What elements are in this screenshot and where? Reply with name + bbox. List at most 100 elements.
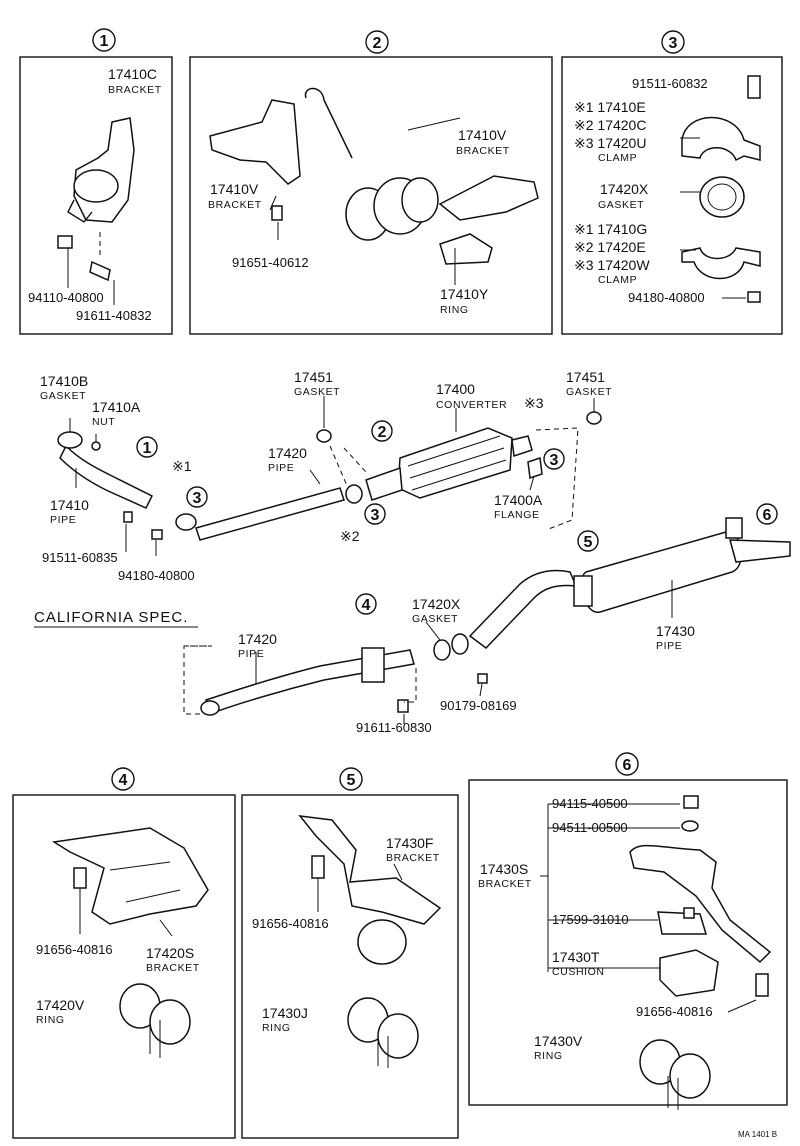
label-upper-3: ※3 17420U	[574, 135, 646, 151]
label-17420-desc: PIPE	[268, 462, 294, 474]
label-17410a-desc: NUT	[92, 416, 115, 428]
ring-17430v-rods	[667, 1076, 679, 1110]
mark-2-main: ※2	[340, 528, 360, 544]
california-spec-title: CALIFORNIA SPEC.	[34, 609, 188, 626]
label-17410c: 17410C	[108, 66, 157, 82]
panel-2: 2 17410V BRACKET 17410V BRACKET 91651-40…	[189, 30, 553, 335]
label-17410b: 17410B	[40, 373, 88, 389]
callout-4-bottom	[111, 767, 135, 791]
label-90179-08169: 90179-08169	[440, 698, 517, 713]
label-upper-desc: CLAMP	[598, 152, 637, 164]
nut-90179-shape	[477, 673, 488, 684]
nut-94115-shape	[683, 795, 699, 809]
label-94115-40500: 94115-40500	[552, 796, 628, 811]
label-17420: 17420	[268, 445, 307, 461]
clamp-lower-shape	[681, 247, 761, 280]
converter-17400-shape	[397, 427, 513, 499]
label-17400a: 17400A	[494, 492, 543, 508]
gasket-17420x-main-b	[451, 633, 469, 655]
callout-3-top-label: 3	[669, 35, 678, 52]
bolt-91656-panel6-shape	[755, 973, 769, 997]
clamp-upper-shape	[681, 116, 761, 162]
label-17420x-panel3-desc: GASKET	[598, 199, 644, 211]
label-91611-60830: 91611-60830	[356, 720, 432, 735]
label-17451-left-desc: GASKET	[294, 386, 340, 398]
gasket-17451-left-shape	[316, 429, 332, 443]
pipe-17410-shape	[59, 444, 154, 509]
label-91511-60835: 91511-60835	[42, 550, 118, 565]
ring-17430j-rods	[377, 1034, 389, 1068]
callout-6-main	[756, 503, 778, 525]
cushion-17430t-shape	[659, 949, 719, 997]
label-17430v: 17430V	[534, 1033, 583, 1049]
label-17400-desc: CONVERTER	[436, 399, 507, 411]
label-17410v-right: 17410V	[458, 127, 507, 143]
nut-17410a-shape	[91, 441, 101, 451]
panel-4: 4 91656-40816 17420S BRACKET 17420V RING	[12, 767, 236, 1139]
label-17430-desc: PIPE	[656, 640, 682, 652]
gasket-17420x-inner	[707, 183, 737, 211]
label-17430: 17430	[656, 623, 695, 639]
flange-17400a-shape	[527, 456, 543, 480]
gasket-17410b-shape	[57, 431, 83, 449]
bracket-17430f-shape	[298, 815, 442, 925]
label-17420x-panel3: 17420X	[600, 181, 649, 197]
panel-3: 3 91511-60832 ※1 17410E ※2 17420C ※3 174…	[561, 30, 783, 335]
label-17410v-right-desc: BRACKET	[456, 145, 510, 157]
label-17430t: 17430T	[552, 949, 600, 965]
washer-94511-shape	[681, 820, 699, 832]
label-17430v-desc: RING	[534, 1050, 563, 1062]
panel-4-leaders	[79, 888, 173, 937]
bolt-91511-60835-shape	[123, 511, 133, 523]
panel-5-leaders	[317, 863, 403, 912]
label-17430s: 17430S	[480, 861, 528, 877]
label-91651-40612: 91651-40612	[232, 255, 309, 270]
label-17410v-left: 17410V	[210, 181, 259, 197]
label-91611-40832: 91611-40832	[76, 308, 152, 323]
label-17420-california: 17420	[238, 631, 277, 647]
callout-3-top	[661, 30, 685, 54]
callout-3-main-a	[186, 486, 208, 508]
label-91511-60832: 91511-60832	[632, 76, 708, 91]
panel-1-frame	[19, 56, 173, 335]
label-94180-40800-panel3: 94180-40800	[628, 290, 705, 305]
label-94110-40800: 94110-40800	[28, 290, 104, 305]
pipe-17430-front-shape	[468, 569, 578, 649]
label-17420v: 17420V	[36, 997, 85, 1013]
converter-ribs	[407, 435, 507, 491]
panel-2-frame	[189, 56, 553, 335]
panel-5: 5 17430F BRACKET 91656-40816 17430J RING	[241, 767, 459, 1139]
label-17451-left: 17451	[294, 369, 333, 385]
callout-2-main-label: 2	[378, 424, 387, 441]
california-dash-lines	[183, 645, 417, 715]
ring-17410y-shape	[439, 233, 493, 265]
label-17430s-desc: BRACKET	[478, 878, 532, 890]
callout-4-bottom-label: 4	[119, 772, 128, 789]
label-17420x-main-desc: GASKET	[412, 613, 458, 625]
hanger-ring-center-inner	[401, 177, 439, 223]
main-assembly: 1 3 3 2 3 5 6 4 17410B GASKET 17410A NUT…	[34, 369, 791, 735]
main-dash-lines	[329, 427, 579, 531]
hanger-4-main	[361, 647, 385, 683]
pipe-17420-shape	[195, 487, 345, 541]
panel-3-frame	[561, 56, 783, 335]
hanger-6-main	[725, 517, 743, 539]
label-17430t-desc: CUSHION	[552, 966, 605, 978]
pipe-17420-california-end	[200, 700, 220, 716]
clamp-17599-shape	[657, 911, 708, 935]
callout-2-top	[365, 30, 389, 54]
label-17420x-main: 17420X	[412, 596, 461, 612]
callout-1-main-label: 1	[143, 440, 152, 457]
label-17430j-desc: RING	[262, 1022, 291, 1034]
clamp-17599-bolt	[683, 907, 695, 919]
label-17430f-desc: BRACKET	[386, 852, 440, 864]
panel-1: 1 17410C BRACKET 94110-40800 91611-40832	[19, 28, 173, 335]
mark-1-main: ※1	[172, 458, 192, 474]
label-17410y: 17410Y	[440, 286, 489, 302]
callout-1-top	[92, 28, 116, 52]
callout-1-main	[136, 436, 158, 458]
label-lower-3: ※3 17420W	[574, 257, 650, 273]
label-17451-right: 17451	[566, 369, 605, 385]
